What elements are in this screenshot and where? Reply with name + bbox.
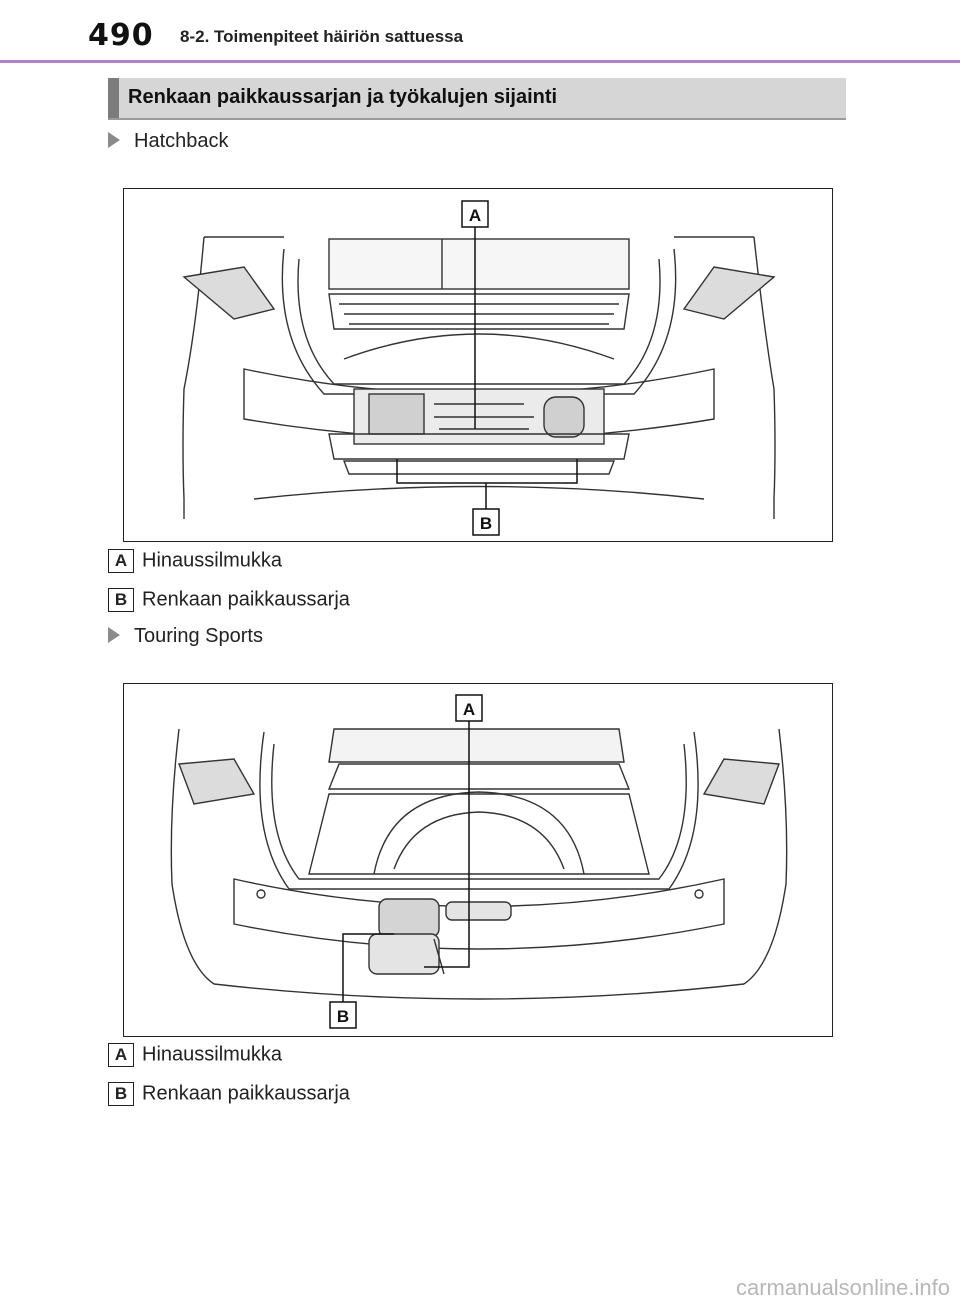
callout-b: B (480, 514, 492, 533)
legend-label: Hinaussilmukka (142, 549, 283, 572)
callout-b: B (337, 1007, 349, 1026)
legend-row-b: B Renkaan paikkaussarja (108, 588, 350, 614)
figure-hatchback: A B (123, 188, 833, 542)
heading-bar (108, 78, 119, 118)
section-title: Renkaan paikkaussarjan ja työkalujen sij… (128, 86, 558, 108)
touring-trunk-illustration: A B (170, 694, 788, 1029)
header-rule (0, 60, 960, 63)
variant-label: Hatchback (134, 130, 229, 152)
legend-label: Renkaan paikkaussarja (142, 1082, 350, 1105)
chapter-title: 8-2. Toimenpiteet häiriön sattuessa (180, 27, 464, 46)
watermark: carmanualsonline.info (735, 1275, 950, 1300)
legend-key-b: B (108, 588, 134, 612)
variant-touring-sports: Touring Sports (108, 625, 263, 648)
triangle-right-icon (108, 132, 120, 148)
legend-key-a: A (108, 1043, 134, 1067)
variant-hatchback: Hatchback (108, 130, 229, 153)
callout-a: A (463, 700, 475, 719)
legend-row-a: A Hinaussilmukka (108, 549, 282, 575)
variant-label: Touring Sports (134, 625, 263, 647)
figure-touring-sports: A B (123, 683, 833, 1037)
legend-label: Renkaan paikkaussarja (142, 588, 350, 611)
section-heading: Renkaan paikkaussarjan ja työkalujen sij… (108, 78, 846, 120)
legend-label: Hinaussilmukka (142, 1043, 283, 1066)
callout-a: A (469, 206, 481, 225)
legend-row-b: B Renkaan paikkaussarja (108, 1082, 350, 1108)
triangle-right-icon (108, 627, 120, 643)
legend-key-a: A (108, 549, 134, 573)
hatchback-trunk-illustration: A B (182, 200, 776, 536)
page-number: 490 (88, 18, 154, 53)
legend-row-a: A Hinaussilmukka (108, 1043, 282, 1069)
legend-key-b: B (108, 1082, 134, 1106)
